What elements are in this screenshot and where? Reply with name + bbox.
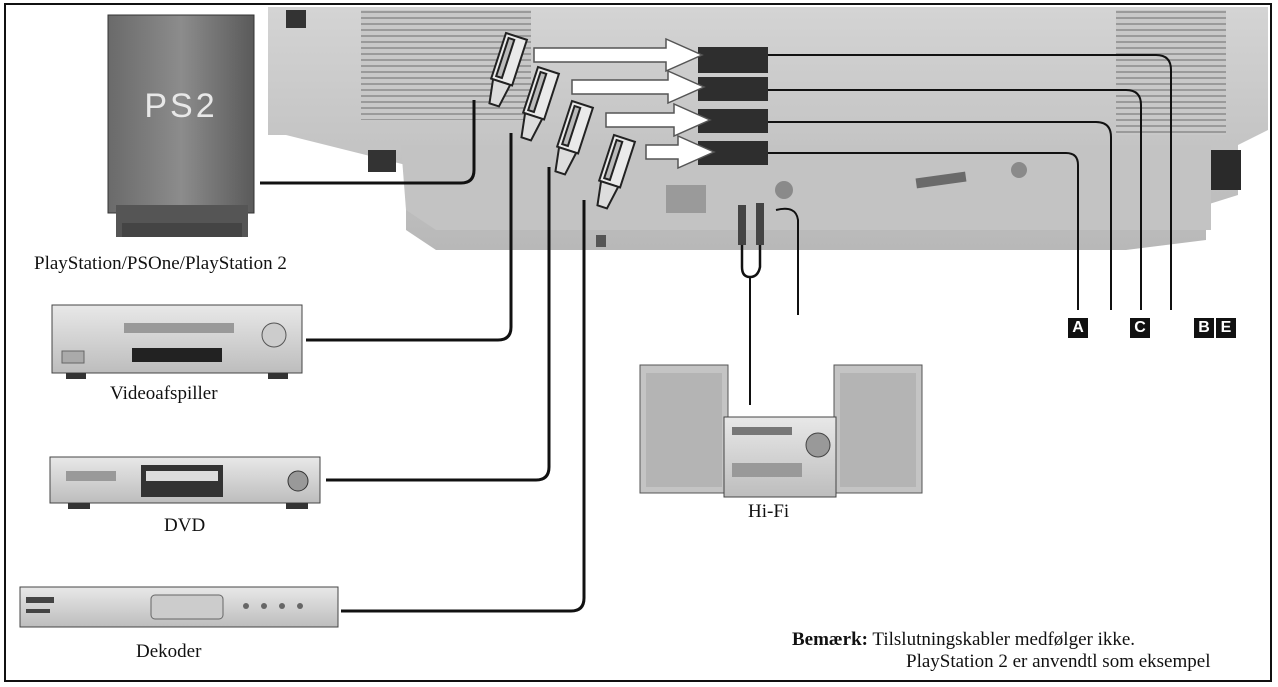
hifi-label: Hi-Fi xyxy=(748,501,790,522)
scart-plugs xyxy=(488,31,637,210)
audio-cables xyxy=(738,203,799,405)
tag-b: B xyxy=(1194,318,1214,338)
decoder-device xyxy=(19,586,339,628)
tag-c: C xyxy=(1130,318,1150,338)
vcr-label: Videoafspiller xyxy=(110,383,218,404)
decoder-label: Dekoder xyxy=(136,641,202,662)
tag-e: E xyxy=(1216,318,1236,338)
device-cables xyxy=(260,100,586,613)
vcr-device xyxy=(51,304,303,379)
playstation-label: PlayStation/PSOne/PlayStation 2 xyxy=(34,253,287,274)
connection-diagram: PS2 xyxy=(19,7,1268,628)
note-text1: Tilslutningskabler medfølger ikke. xyxy=(872,629,1136,650)
dvd-label: DVD xyxy=(164,515,206,536)
scart-sockets xyxy=(698,47,768,165)
diagram-frame: PS2 P xyxy=(4,3,1272,682)
note-line1: Bemærk: Tilslutningskabler medfølger ikk… xyxy=(792,629,1135,651)
insert-arrows xyxy=(533,37,716,170)
dvd-device xyxy=(49,456,321,509)
ps2-logo: PS2 xyxy=(144,87,217,125)
hifi-system xyxy=(639,364,923,498)
note-heading: Bemærk: xyxy=(792,629,868,650)
ps2-console: PS2 xyxy=(107,14,255,237)
tag-a: A xyxy=(1068,318,1088,338)
socket-cables xyxy=(768,54,1172,310)
note-line2: PlayStation 2 er anvendtl som eksempel xyxy=(906,651,1211,672)
